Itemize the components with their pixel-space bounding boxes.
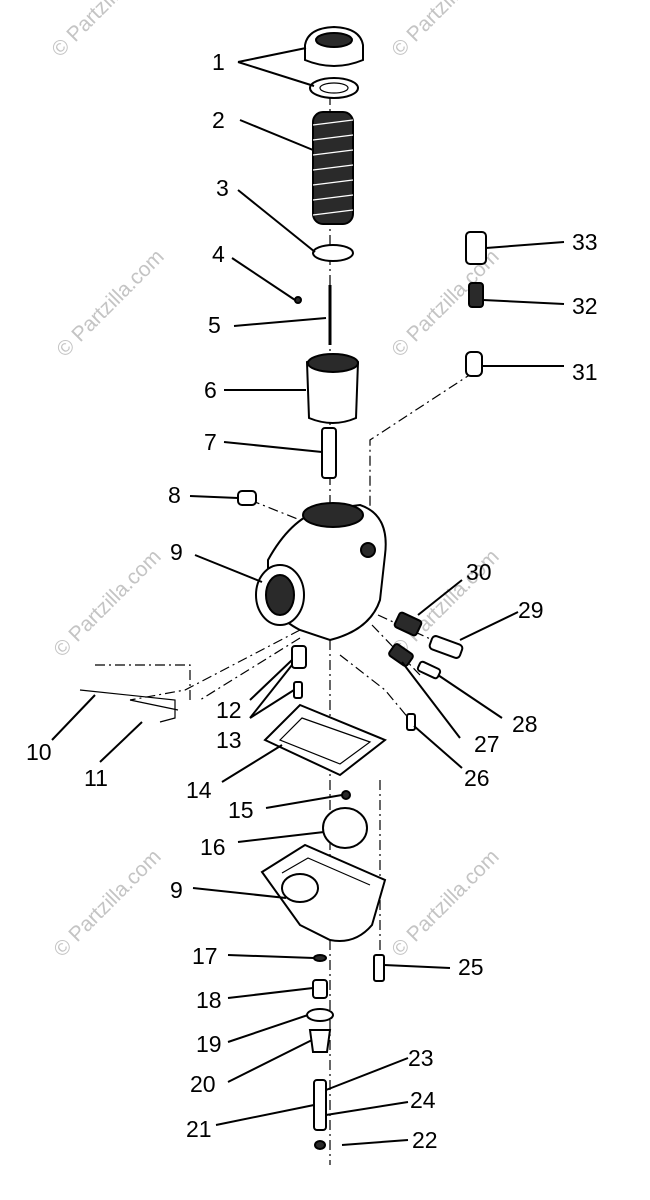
callout-13: 13 <box>216 727 242 753</box>
watermark: © Partzilla.com <box>49 545 165 661</box>
callout-5: 5 <box>208 312 221 338</box>
callout-7: 7 <box>204 429 217 455</box>
callout-17: 17 <box>192 943 218 969</box>
callout-15: 15 <box>228 797 254 823</box>
callout-9-bowl: 9 <box>170 877 183 903</box>
callout-30: 30 <box>466 559 492 585</box>
callout-32: 32 <box>572 293 598 319</box>
callout-4: 4 <box>212 241 225 267</box>
callout-labels: 1 2 3 4 5 6 7 8 9 9 10 11 12 13 14 15 16… <box>26 49 598 1153</box>
callout-11: 11 <box>84 765 108 791</box>
callout-25: 25 <box>458 954 484 980</box>
callout-2: 2 <box>212 107 225 133</box>
callout-33: 33 <box>572 229 598 255</box>
callout-24: 24 <box>410 1087 436 1113</box>
callout-9: 9 <box>170 539 183 565</box>
callout-14: 14 <box>186 777 212 803</box>
watermark: © Partzilla.com <box>387 845 503 961</box>
callout-12: 12 <box>216 697 242 723</box>
carburetor-parts <box>79 25 487 1150</box>
callout-8: 8 <box>168 482 181 508</box>
callout-19: 19 <box>196 1031 222 1057</box>
callout-26: 26 <box>464 765 490 791</box>
leader-lines <box>51 47 565 1146</box>
watermark: © Partzilla.com <box>387 0 503 62</box>
callout-29: 29 <box>518 597 544 623</box>
callout-23: 23 <box>408 1045 434 1071</box>
watermark: © Partzilla.com <box>47 0 163 62</box>
callout-22: 22 <box>412 1127 438 1153</box>
watermark: © Partzilla.com <box>52 245 168 361</box>
watermark: © Partzilla.com <box>49 845 165 961</box>
callout-10: 10 <box>26 739 52 765</box>
callout-20: 20 <box>190 1071 216 1097</box>
callout-28: 28 <box>512 711 538 737</box>
watermarks: © Partzilla.com © Partzilla.com © Partzi… <box>47 0 503 962</box>
callout-18: 18 <box>196 987 222 1013</box>
callout-16: 16 <box>200 834 226 860</box>
callout-6: 6 <box>204 377 217 403</box>
callout-3: 3 <box>216 175 229 201</box>
callout-21: 21 <box>186 1116 212 1142</box>
callout-1: 1 <box>212 49 225 75</box>
callout-27: 27 <box>474 731 500 757</box>
callout-31: 31 <box>572 359 598 385</box>
